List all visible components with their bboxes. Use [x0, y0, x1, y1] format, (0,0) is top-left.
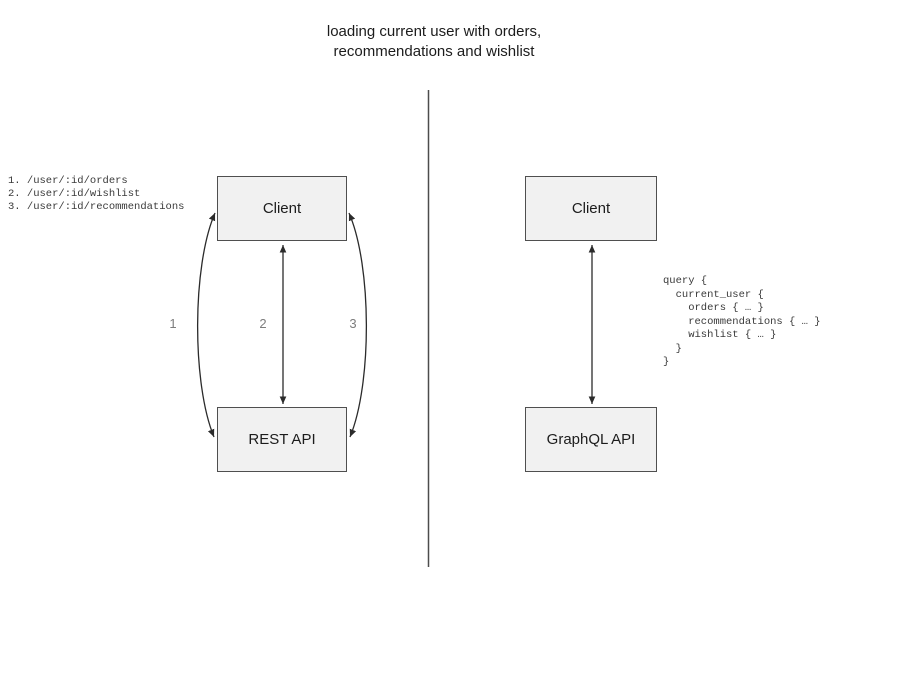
client-box-rest: Client — [217, 176, 347, 241]
rest-api-box: REST API — [217, 407, 347, 472]
rest-api-box-label: REST API — [248, 431, 316, 448]
arrow-label-3: 3 — [349, 316, 357, 331]
diagram-title: loading current user with orders, recomm… — [0, 22, 868, 62]
rest-arrow-1-curved — [196, 212, 216, 438]
client-box-graphql-label: Client — [571, 200, 611, 217]
graphql-api-box-label: GraphQL API — [546, 431, 636, 448]
endpoint-item-orders: 1. /user/:id/orders — [8, 175, 128, 187]
diagram-title-line2: recommendations and wishlist — [333, 43, 535, 60]
arrow-label-2: 2 — [259, 316, 267, 331]
graphql-api-box: GraphQL API — [525, 407, 657, 472]
rest-arrow-3-curved — [348, 212, 368, 438]
endpoint-item-wishlist: 2. /user/:id/wishlist — [8, 188, 141, 200]
diagram-title-line1: loading current user with orders, — [326, 23, 542, 40]
client-box-rest-label: Client — [262, 200, 302, 217]
graphql-query-code: query { current_user { orders { … } reco… — [663, 275, 821, 368]
endpoint-item-recommendations: 3. /user/:id/recommendations — [8, 201, 185, 213]
rest-endpoints-list: 1. /user/:id/orders 2. /user/:id/wishlis… — [8, 175, 184, 214]
arrow-label-1: 1 — [169, 316, 177, 331]
client-box-graphql: Client — [525, 176, 657, 241]
